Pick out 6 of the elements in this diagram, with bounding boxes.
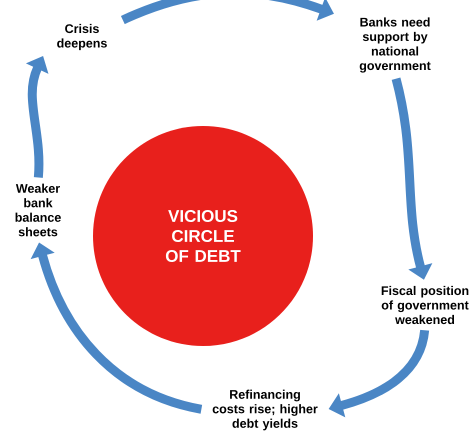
step-label: Weaker bank balance sheets: [16, 184, 61, 236]
step-label: Crisis deepens: [57, 24, 107, 50]
step-label: Fiscal position of government weakened: [382, 286, 469, 324]
step-label: Refinancing costs rise; higher debt yields: [212, 390, 318, 430]
circle-node: VICIOUS CIRCLE OF DEBT: [93, 126, 313, 346]
step-label: Banks need support by national government: [360, 17, 431, 73]
